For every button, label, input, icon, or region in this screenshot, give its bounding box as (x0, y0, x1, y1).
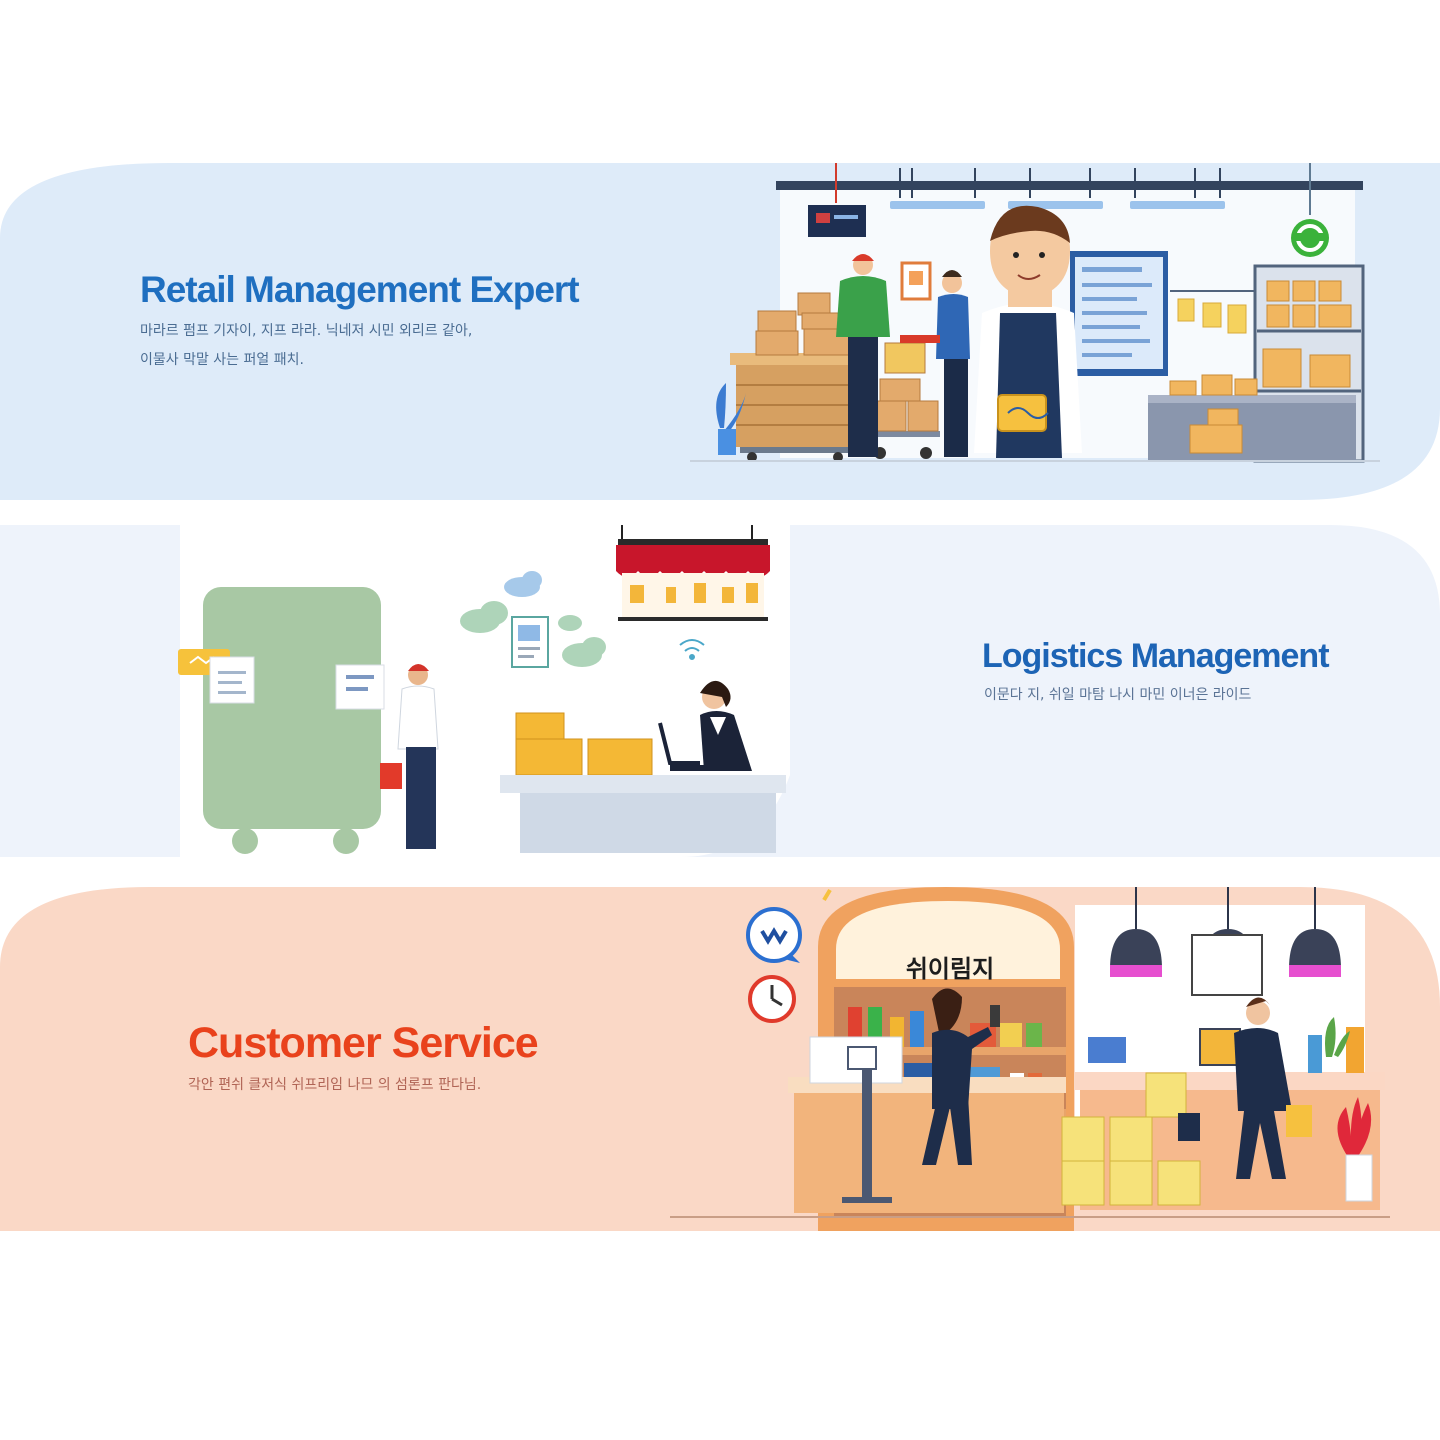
display-board-icon (511, 616, 549, 668)
chat-icon (746, 907, 802, 963)
warehouse-store-illustration (690, 163, 1380, 463)
logistics-panel-title: Logistics Management (982, 637, 1330, 675)
retail-description-line: 이물사 막말 사는 퍼얼 패치. (140, 352, 304, 368)
service-icons (746, 907, 802, 1023)
customer-service-panel: Customer Service 각안 편쉬 클저식 쉬프리임 나므 의 섬론프… (0, 887, 1440, 1231)
retail-panel-description: 마라르 펌프 기자이, 지프 라라. 닉네저 시민 외리르 같아, 이물사 막말… (140, 317, 472, 375)
cloud-icon (460, 601, 606, 667)
logistics-management-panel: Logistics Management 이문다 지, 쉬일 마탐 나시 마민 … (0, 525, 1440, 857)
logistics-illustration (178, 525, 786, 854)
customer-service-panel-title: Customer Service (188, 1019, 539, 1067)
retail-management-panel: Retail Management Expert 마라르 펌프 기자이, 지프 … (0, 163, 1440, 500)
customer-service-description-line: 각안 편쉬 클저식 쉬프리임 나므 의 섬론프 판다님. (188, 1077, 482, 1093)
logistics-description-line: 이문다 지, 쉬일 마탐 나시 마민 이너은 라이드 (984, 687, 1252, 703)
retail-description-line: 마라르 펌프 기자이, 지프 라라. 닉네저 시민 외리르 같아, (140, 323, 473, 339)
retail-store-illustration: 쉬이림지 (670, 887, 1390, 1231)
logistics-panel-description: 이문다 지, 쉬일 마탐 나시 마민 이너은 라이드 (984, 681, 1251, 710)
support-headset-icon (1291, 163, 1329, 257)
wifi-icon (679, 639, 705, 660)
clock-icon (748, 975, 796, 1023)
customer-service-panel-description: 각안 편쉬 클저식 쉬프리임 나므 의 섬론프 판다님. (188, 1071, 481, 1100)
retail-panel-title: Retail Management Expert (140, 269, 580, 310)
store-sign: 쉬이림지 (906, 955, 994, 983)
